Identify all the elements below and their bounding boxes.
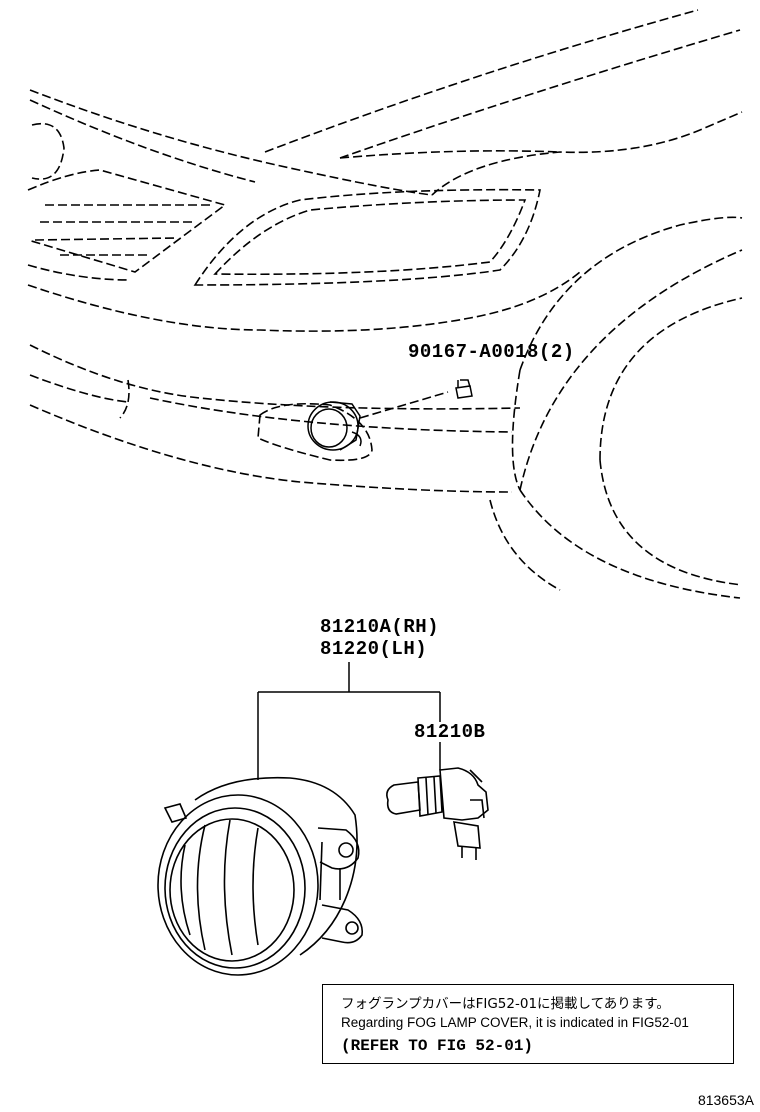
figure-id: 813653A <box>697 1092 754 1108</box>
fog-lamp-installed <box>307 401 362 451</box>
note-japanese: フォグランプカバーはFIG52-01に掲載してあります。 <box>341 996 670 1012</box>
note-box: フォグランプカバーはFIG52-01に掲載してあります。 Regarding F… <box>322 984 734 1064</box>
callout-bracket <box>257 662 441 780</box>
part-number-fog-lamp-rh: 81210A(RH) <box>320 616 440 638</box>
part-number-bulb: 81210B <box>414 721 486 743</box>
bolt-icon <box>455 379 473 399</box>
part-number-fog-lamp-lh: 81220(LH) <box>320 638 428 660</box>
car-front-outline <box>27 9 743 599</box>
bulb-icon <box>386 767 489 860</box>
part-number-bolt: 90167-A0018(2) <box>408 341 575 363</box>
fog-lamp-assembly <box>157 776 364 976</box>
note-reference: (REFER TO FIG 52-01) <box>341 1037 534 1055</box>
note-english: Regarding FOG LAMP COVER, it is indicate… <box>341 1015 689 1030</box>
